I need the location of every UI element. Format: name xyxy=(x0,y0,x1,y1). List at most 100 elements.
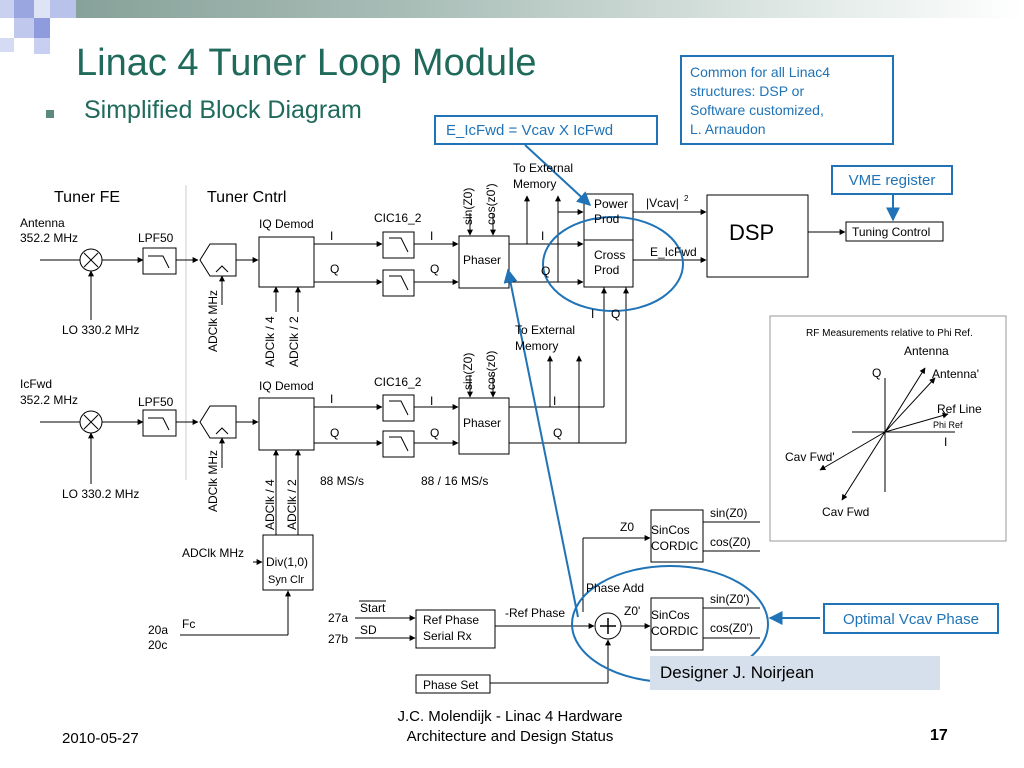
i-label: I xyxy=(330,392,333,406)
e-icfwd-label: E_IcFwd xyxy=(650,245,697,259)
phasor-ref-line: Ref Line xyxy=(937,402,982,416)
q-label: Q xyxy=(611,307,620,321)
note-common-structures: Common for all Linac4 structures: DSP or… xyxy=(680,55,894,145)
i-label: I xyxy=(330,229,333,243)
sinz0-out: sin(Z0) xyxy=(710,506,747,520)
sincos-label: SinCos xyxy=(651,523,690,537)
i-label: I xyxy=(591,307,594,321)
cos-z0p-label: cos(z0') xyxy=(484,183,498,225)
tuning-control-label: Tuning Control xyxy=(852,225,930,239)
lo-label: LO 330.2 MHz xyxy=(62,323,139,337)
adclk-mhz-label: ADClk MHz xyxy=(182,546,244,560)
i-label: I xyxy=(553,394,556,408)
power-prod-label: Power xyxy=(594,197,628,211)
cordic-label: CORDIC xyxy=(651,539,699,553)
cosz0p-out: cos(Z0') xyxy=(710,621,753,635)
i-label: I xyxy=(541,229,544,243)
note-line: Software customized, xyxy=(690,102,824,118)
i-label: I xyxy=(430,394,433,408)
phasor-phi-ref: Phi Ref xyxy=(933,420,963,430)
fc-label: Fc xyxy=(182,617,195,631)
sincos-label: SinCos xyxy=(651,608,690,622)
i-label: I xyxy=(430,229,433,243)
vme-register-callout: VME register xyxy=(831,165,953,195)
adclk-4-label: ADClk / 4 xyxy=(263,479,277,530)
q-label: Q xyxy=(330,262,339,276)
icfwd-freq: 352.2 MHz xyxy=(20,393,78,407)
phasor-antenna-prime: Antenna' xyxy=(932,367,979,381)
vcav-label: |Vcav| xyxy=(646,196,679,210)
syn-clr-label: Syn Clr xyxy=(268,574,304,586)
adclk-mhz-label: ADClk MHz xyxy=(206,450,220,512)
phasor-cav-fwd-prime: Cav Fwd' xyxy=(785,450,835,464)
decor-square xyxy=(34,38,50,54)
sd-label: SD xyxy=(360,623,377,637)
memory-label: Memory xyxy=(515,339,558,353)
icfwd-label: IcFwd xyxy=(20,377,52,391)
power-prod-label: Prod xyxy=(594,212,619,226)
rate-88-16-label: 88 / 16 MS/s xyxy=(421,474,488,488)
decor-square xyxy=(14,0,34,18)
adclk-2-label: ADClk / 2 xyxy=(285,479,299,530)
header-gradient-bar xyxy=(0,0,1024,18)
phaser-label: Phaser xyxy=(463,253,501,267)
optimal-vcav-phase-callout: Optimal Vcav Phase xyxy=(823,603,999,634)
lo-label: LO 330.2 MHz xyxy=(62,487,139,501)
section-tuner-fe: Tuner FE xyxy=(54,189,120,206)
decor-square xyxy=(34,0,50,18)
sinz0p-out: sin(Z0') xyxy=(710,592,750,606)
q-label: Q xyxy=(330,426,339,440)
antenna-label: Antenna xyxy=(20,216,65,230)
pin-27a: 27a xyxy=(328,611,348,625)
footer-center: J.C. Molendijk - Linac 4 Hardware Archit… xyxy=(340,707,680,747)
adclk-4-label: ADClk / 4 xyxy=(263,316,277,367)
phasor-q: Q xyxy=(872,366,881,380)
dsp-label: DSP xyxy=(729,220,774,245)
decor-square xyxy=(0,0,14,18)
sin-z0-label: sin(Z0) xyxy=(461,353,475,390)
decor-square xyxy=(50,0,76,18)
adclk-mhz-label: ADClk MHz xyxy=(206,290,220,352)
sin-z0-label: sin(Z0) xyxy=(461,188,475,225)
phase-set-label: Phase Set xyxy=(423,678,479,692)
start-label: Start xyxy=(360,601,386,615)
lpf-label: LPF50 xyxy=(138,395,174,409)
to-external-label: To External xyxy=(513,161,573,175)
neg-ref-phase-label: -Ref Phase xyxy=(505,606,565,620)
z0-label: Z0 xyxy=(620,520,634,534)
to-external-label: To External xyxy=(515,323,575,337)
lpf-label: LPF50 xyxy=(138,231,174,245)
antenna-freq: 352.2 MHz xyxy=(20,231,78,245)
q-label: Q xyxy=(541,264,550,278)
phasor-cav-fwd: Cav Fwd xyxy=(822,505,869,519)
page-number: 17 xyxy=(930,727,948,744)
page-title: Linac 4 Tuner Loop Module xyxy=(76,42,537,84)
cosz0-out: cos(Z0) xyxy=(710,535,751,549)
footer-line: J.C. Molendijk - Linac 4 Hardware xyxy=(397,708,623,725)
phasor-title: RF Measurements relative to Phi Ref. xyxy=(806,328,973,339)
equation-callout: E_IcFwd = Vcav X IcFwd xyxy=(434,115,658,145)
decor-square xyxy=(14,18,34,38)
div-label: Div(1,0) xyxy=(266,555,308,569)
designer-credit: Designer J. Noirjean xyxy=(650,656,940,690)
phasor-i: I xyxy=(944,435,947,449)
bullet-marker xyxy=(46,110,54,118)
vcav-sup: 2 xyxy=(684,194,689,203)
section-tuner-cntrl: Tuner Cntrl xyxy=(207,189,286,206)
q-label: Q xyxy=(430,426,439,440)
cic-label: CIC16_2 xyxy=(374,375,422,389)
q-label: Q xyxy=(430,262,439,276)
note-line: structures: DSP or xyxy=(690,83,805,99)
q-label: Q xyxy=(553,426,562,440)
cic-label: CIC16_2 xyxy=(374,211,422,225)
adclk-2-label: ADClk / 2 xyxy=(287,316,301,367)
phasor-antenna: Antenna xyxy=(904,344,949,358)
ref-phase-label: Serial Rx xyxy=(423,629,472,643)
z0p-label: Z0' xyxy=(624,604,640,618)
pin-20c: 20c xyxy=(148,638,167,652)
note-line: Common for all Linac4 xyxy=(690,64,831,80)
decor-square xyxy=(34,18,50,38)
cross-prod-label: Prod xyxy=(594,263,619,277)
